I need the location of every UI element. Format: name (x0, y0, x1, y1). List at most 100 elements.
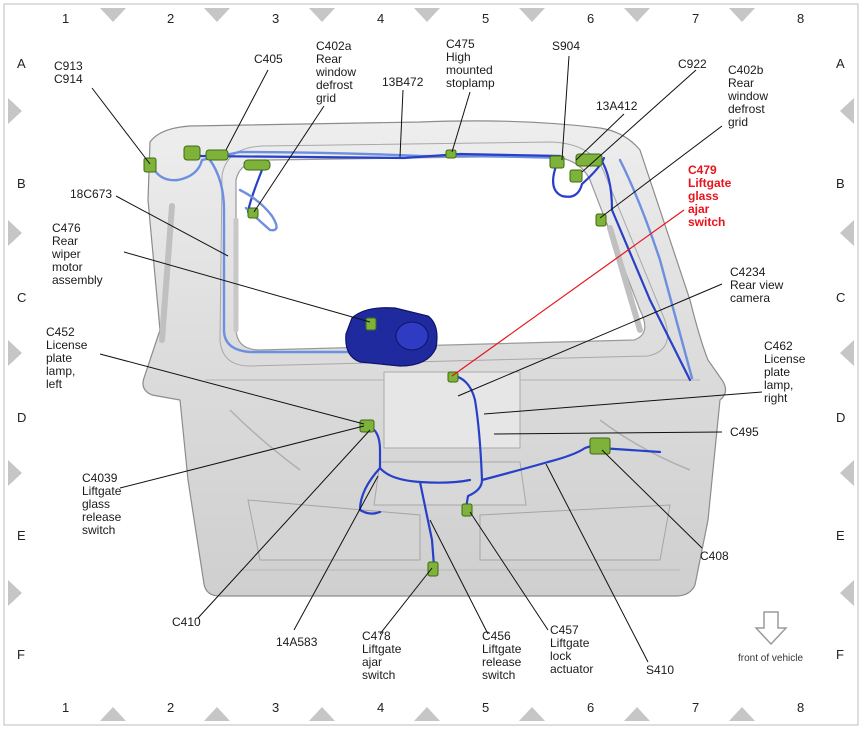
label-c410: C410 (172, 615, 201, 629)
grid-col-4-top: 4 (377, 11, 384, 26)
label-13b472: 13B472 (382, 75, 424, 89)
grid-row-b-left: B (17, 176, 26, 191)
connector-c479 (447, 371, 459, 383)
label-c457-2: Liftgate (550, 636, 590, 650)
label-c462-3: plate (764, 365, 790, 379)
grid-col-5-bottom: 5 (482, 700, 489, 715)
grid-row-a-left: A (17, 56, 26, 71)
label-c475-1: C475 (446, 37, 475, 51)
front-of-vehicle-label: front of vehicle (738, 653, 803, 664)
label-c914: C914 (54, 72, 83, 86)
grid-col-8-top: 8 (797, 11, 804, 26)
grid-col-5-top: 5 (482, 11, 489, 26)
grid-col-1-bottom: 1 (62, 700, 69, 715)
connector-c402b (595, 213, 607, 227)
connector-c457 (461, 503, 473, 517)
down-arrow-icon (754, 611, 788, 646)
label-c479-4: ajar (688, 202, 710, 216)
label-c475-2: High (446, 50, 471, 64)
label-c4039-5: switch (82, 523, 115, 537)
label-c495: C495 (730, 425, 759, 439)
label-c479-2: Liftgate (688, 176, 732, 190)
label-c476-5: assembly (52, 273, 103, 287)
label-s410: S410 (646, 663, 674, 677)
label-c456-2: Liftgate (482, 642, 522, 656)
label-c479-5: switch (688, 215, 725, 229)
grid-col-2-bottom: 2 (167, 700, 174, 715)
grid-col-8-bottom: 8 (797, 700, 804, 715)
grid-row-f-left: F (17, 647, 25, 662)
label-c478-3: ajar (362, 655, 382, 669)
label-c478-2: Liftgate (362, 642, 402, 656)
grid-col-3-top: 3 (272, 11, 279, 26)
grid-col-1-top: 1 (62, 11, 69, 26)
label-c452-3: plate (46, 351, 72, 365)
grid-row-a-right: A (836, 56, 845, 71)
label-c479-3: glass (688, 189, 719, 203)
label-c402b-4: defrost (728, 102, 765, 116)
label-c452-5: left (46, 377, 63, 391)
label-c456-3: release (482, 655, 522, 669)
grid-markers (8, 8, 854, 721)
label-c462-1: C462 (764, 339, 793, 353)
label-13a412: 13A412 (596, 99, 638, 113)
grid-row-c-right: C (836, 290, 845, 305)
label-c452-4: lamp, (46, 364, 75, 378)
labels: C913 C914 C405 C402a Rear window defrost… (46, 37, 806, 682)
grid-row-f-right: F (836, 647, 844, 662)
frame-border (3, 3, 859, 726)
connector-c913 (143, 157, 157, 173)
connector-c402a (247, 207, 259, 219)
grid-row-b-right: B (836, 176, 845, 191)
label-c462-4: lamp, (764, 378, 793, 392)
label-14a583: 14A583 (276, 635, 318, 649)
label-c478-1: C478 (362, 629, 391, 643)
label-c402a-2: Rear (316, 52, 342, 66)
label-c476-2: Rear (52, 234, 78, 248)
label-c4234-2: Rear view (730, 278, 784, 292)
label-c479-1: C479 (688, 163, 717, 177)
grid-col-6-top: 6 (587, 11, 594, 26)
label-s904: S904 (552, 39, 580, 53)
label-c405: C405 (254, 52, 283, 66)
label-c478-4: switch (362, 668, 395, 682)
label-c402a-1: C402a (316, 39, 352, 53)
label-c462-5: right (764, 391, 788, 405)
connector-c408 (589, 437, 611, 455)
grid-row-d-right: D (836, 410, 845, 425)
liftgate-body (142, 120, 727, 597)
label-c4039-4: release (82, 510, 122, 524)
label-c457-4: actuator (550, 662, 593, 676)
connector-c475 (445, 149, 457, 159)
grid-col-3-bottom: 3 (272, 700, 279, 715)
label-c408: C408 (700, 549, 729, 563)
connector-s904 (549, 155, 565, 169)
connector-c478 (427, 561, 439, 577)
connector-c402a-top (243, 159, 271, 171)
connector-c405 (183, 145, 201, 161)
grid-col-4-bottom: 4 (377, 700, 384, 715)
grid-col-7-bottom: 7 (692, 700, 699, 715)
label-c462-2: License (764, 352, 806, 366)
grid-row-e-left: E (17, 528, 26, 543)
leader-lines (91, 55, 763, 663)
label-c4039-2: Liftgate (82, 484, 122, 498)
label-c476-4: motor (52, 260, 83, 274)
label-c922: C922 (678, 57, 707, 71)
label-c475-4: stoplamp (446, 76, 495, 90)
label-c402b-1: C402b (728, 63, 764, 77)
grid-col-6-bottom: 6 (587, 700, 594, 715)
label-c457-1: C457 (550, 623, 579, 637)
components (143, 145, 611, 577)
label-c402a-4: defrost (316, 78, 353, 92)
label-c402b-3: window (727, 89, 768, 103)
label-c913: C913 (54, 59, 83, 73)
label-c4039-1: C4039 (82, 471, 118, 485)
label-c402a-3: window (315, 65, 356, 79)
label-c452-2: License (46, 338, 88, 352)
label-c402b-2: Rear (728, 76, 754, 90)
label-c456-1: C456 (482, 629, 511, 643)
connector-c476 (365, 317, 377, 331)
